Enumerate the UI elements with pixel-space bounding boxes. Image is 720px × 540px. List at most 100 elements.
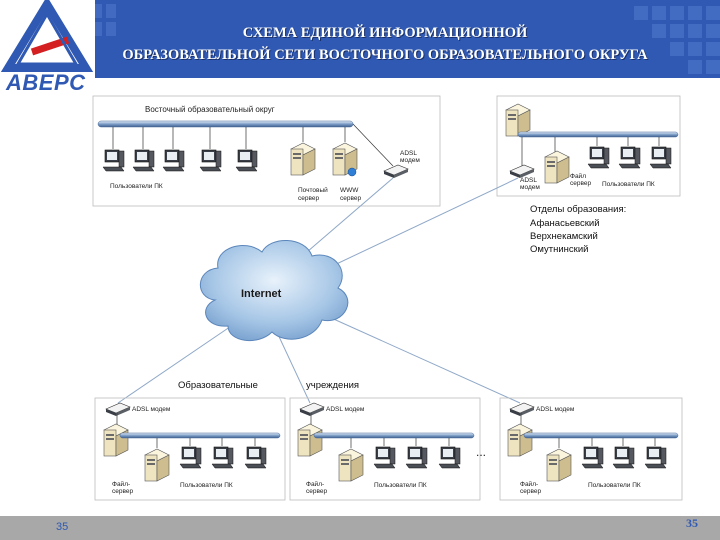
user-pc-icon — [211, 446, 234, 469]
link-school-2 — [274, 327, 311, 404]
district-users-label: Пользователи ПК — [110, 183, 163, 190]
institutions-label-1: Образовательные — [178, 380, 258, 391]
school-group: ADSL модем Файл-сервер Пользователи ПК — [94, 397, 286, 501]
school-frame — [499, 397, 683, 501]
www-server-label-line2: сервер — [340, 195, 361, 202]
school-bus — [523, 432, 679, 439]
school-modem-label: ADSL модем — [326, 406, 365, 413]
header-band — [0, 0, 720, 78]
school-file-label: Файл-сервер — [112, 480, 133, 495]
school-frame — [94, 397, 286, 501]
user-pc-icon — [102, 149, 125, 172]
district-modem-label-line1: ADSL — [400, 150, 417, 157]
school-bus — [313, 432, 475, 439]
logo: АВЕРС — [0, 0, 95, 95]
school-bus — [119, 432, 281, 439]
school-users-label: Пользователи ПК — [374, 482, 427, 489]
departments-title: Отделы образования: — [530, 204, 626, 215]
user-pc-icon — [438, 446, 461, 469]
network-diagram: Восточный образовательный округ Пользова… — [92, 95, 683, 501]
connection-lines — [117, 177, 521, 404]
school-group: ADSL модем Файл-сервер Пользователи ПК — [499, 397, 683, 501]
page-title-line2: ОБРАЗОВАТЕЛЬНОЙ СЕТИ ВОСТОЧНОГО ОБРАЗОВА… — [122, 47, 648, 63]
user-pc-icon — [132, 149, 155, 172]
user-pc-icon — [199, 149, 222, 172]
department-item: Верхнекамский — [530, 231, 598, 242]
school-file-label: Файл-сервер — [306, 480, 327, 495]
department-item: Афанасьевский — [530, 218, 600, 229]
user-pc-icon — [244, 446, 267, 469]
user-pc-icon — [644, 446, 667, 469]
page-title: СХЕМА ЕДИНОЙ ИНФОРМАЦИОННОЙ ОБРАЗОВАТЕЛЬ… — [70, 22, 700, 66]
mail-server-icon — [290, 142, 316, 176]
link-district — [299, 177, 394, 259]
user-pc-icon — [235, 149, 258, 172]
user-pc-icon — [179, 446, 202, 469]
school-users-label: Пользователи ПК — [180, 482, 233, 489]
school-file-label: Файл-сервер — [520, 480, 541, 495]
link-school-1 — [117, 317, 244, 404]
mail-server-label-line1: Почтовый — [298, 186, 328, 194]
school-file-label-line1: Файл- — [520, 480, 538, 488]
user-pc-icon — [612, 446, 635, 469]
departments-users-label: Пользователи ПК — [602, 181, 655, 188]
departments-frame — [496, 95, 681, 197]
school-server-icon — [507, 423, 533, 457]
district-modem-label-line2: модем — [400, 157, 420, 164]
school-group: ADSL модем Файл-сервер Пользователи ПК — [289, 397, 481, 501]
adsl-modem-icon — [383, 164, 409, 179]
file-server-icon — [144, 448, 170, 482]
school-file-label-line1: Файл- — [112, 480, 130, 488]
district-office-title: Восточный образовательный округ — [145, 105, 275, 114]
mail-server-label-line2: сервер — [298, 195, 319, 202]
departments-modem-label-line1: ADSL — [520, 177, 537, 184]
adsl-modem-icon — [105, 402, 131, 417]
institutions-label-2: учреждения — [306, 380, 359, 391]
globe-icon — [347, 167, 357, 177]
school-file-label-line2: сервер — [306, 488, 327, 495]
file-server-icon — [338, 448, 364, 482]
district-office-frame — [92, 95, 441, 207]
departments-bus — [517, 131, 679, 138]
district-office-group: Восточный образовательный округ Пользова… — [92, 95, 441, 207]
header-grid-pattern-right — [634, 6, 720, 74]
file-server-icon — [546, 448, 572, 482]
user-pc-icon — [581, 446, 604, 469]
user-pc-icon — [373, 446, 396, 469]
file-server-icon — [544, 150, 570, 184]
more-groups-ellipsis: ... — [476, 445, 486, 459]
school-file-label-line2: сервер — [112, 488, 133, 495]
user-pc-icon — [649, 146, 672, 169]
school-server-icon — [103, 423, 129, 457]
adsl-modem-icon — [509, 402, 535, 417]
school-users-label: Пользователи ПК — [588, 482, 641, 489]
page-title-line1: СХЕМА ЕДИНОЙ ИНФОРМАЦИОННОЙ — [242, 25, 528, 41]
link-school-3 — [317, 311, 521, 404]
user-pc-icon — [587, 146, 610, 169]
school-server-icon — [297, 423, 323, 457]
district-office-bus — [97, 120, 354, 128]
department-server-icon — [505, 103, 531, 137]
footer-page-number-left: 35 — [56, 521, 69, 533]
internet-label: Internet — [241, 288, 282, 300]
link-departments — [327, 177, 519, 269]
departments-file-label-line2: сервер — [570, 180, 591, 187]
department-item: Омутнинский — [530, 244, 588, 255]
departments-file-label-line1: Файл — [570, 172, 586, 180]
user-pc-icon — [618, 146, 641, 169]
adsl-modem-icon — [299, 402, 325, 417]
school-frame — [289, 397, 481, 501]
footer-bar — [0, 516, 720, 540]
internet-cloud: Internet — [199, 239, 349, 342]
internet-cloud-shape — [199, 239, 349, 342]
user-pc-icon — [162, 149, 185, 172]
departments-modem-label-line2: модем — [520, 184, 540, 191]
logo-triangle-icon — [0, 0, 94, 72]
header: АВЕРС СХЕМА ЕДИНОЙ ИНФОРМАЦИОННОЙ ОБРАЗО… — [0, 0, 720, 95]
footer-page-number-right: 35 — [686, 516, 698, 530]
